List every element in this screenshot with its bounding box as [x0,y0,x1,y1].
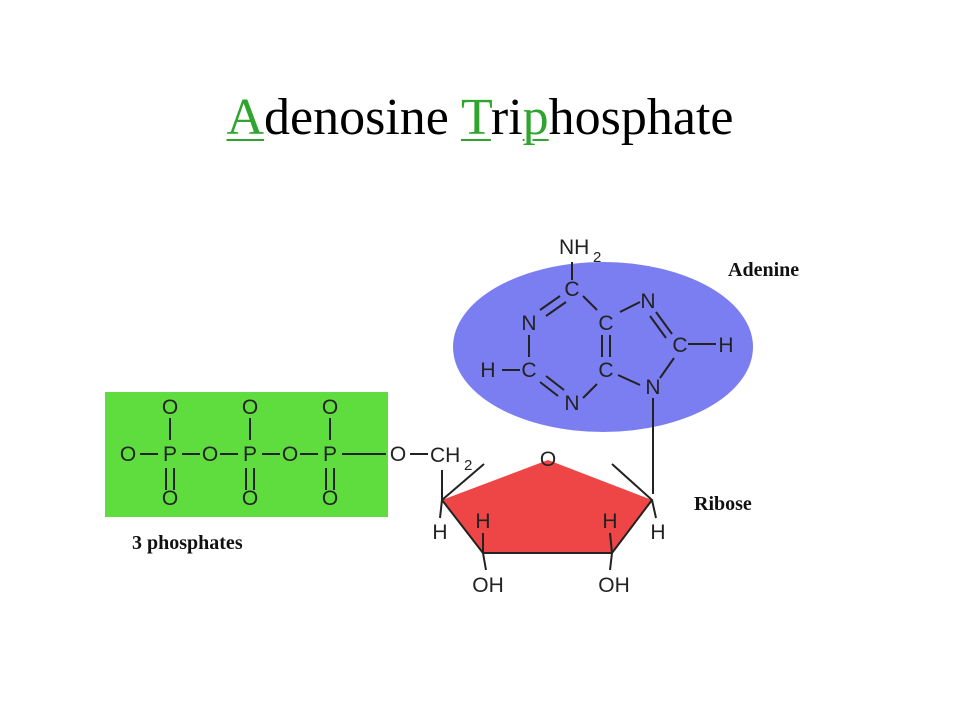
title-part-hosphate: hosphate [548,89,734,146]
adenine-label: Adenine [728,259,799,281]
atom-o: O [162,487,178,510]
ribose-atoms: O H H H H OH OH [432,448,665,597]
atom-p: P [163,443,177,466]
atom-o: O [162,396,178,419]
page-title: Adenosine Triphosphate [0,88,960,147]
atom-o: O [322,396,338,419]
atom-h: H [602,510,617,533]
atom-oh: OH [472,574,504,597]
atom-ch2: CH [430,444,460,467]
atom-p: P [323,443,337,466]
title-letter-t: T [460,89,491,146]
atom-ch2-subscript: 2 [464,457,472,474]
atom-n: N [640,290,655,313]
adenine-atoms: NH 2 C N C N C H H C C N N [480,236,733,415]
atom-o: O [282,443,298,466]
atom-nh2: NH [559,236,589,259]
atom-h: H [718,334,733,357]
atom-h: H [650,521,665,544]
atom-n: N [645,376,660,399]
atom-o: O [242,487,258,510]
atom-oh: OH [598,574,630,597]
atom-o: O [242,396,258,419]
title-letter-a: A [226,89,265,146]
atom-o: O [390,443,406,466]
atom-c: C [564,278,579,301]
atom-o: O [120,443,136,466]
phosphate-bonds [140,418,428,490]
atom-n: N [521,312,536,335]
adenine-bonds [502,262,716,494]
atom-h: H [475,510,490,533]
ribose-pentagon [442,460,652,553]
ribose-label: Ribose [694,493,752,515]
atom-c: C [521,359,536,382]
title-letter-p: p [522,89,549,146]
title-part-ri: ri [490,89,523,146]
title-part-denosine: denosine [264,89,461,146]
atom-c: C [598,359,613,382]
atom-o: O [322,487,338,510]
atom-c: C [672,334,687,357]
atom-n: N [564,392,579,415]
atom-h: H [480,359,495,382]
phosphate-atoms: O P O P O P O O O O O O O CH 2 [120,396,473,510]
atom-c: C [598,312,613,335]
atom-o: O [202,443,218,466]
ribose-bonds [439,463,657,571]
atom-o: O [540,448,556,471]
atom-nh2-subscript: 2 [593,249,601,266]
atom-h: H [432,521,447,544]
phosphates-label: 3 phosphates [132,532,243,554]
atom-p: P [243,443,257,466]
